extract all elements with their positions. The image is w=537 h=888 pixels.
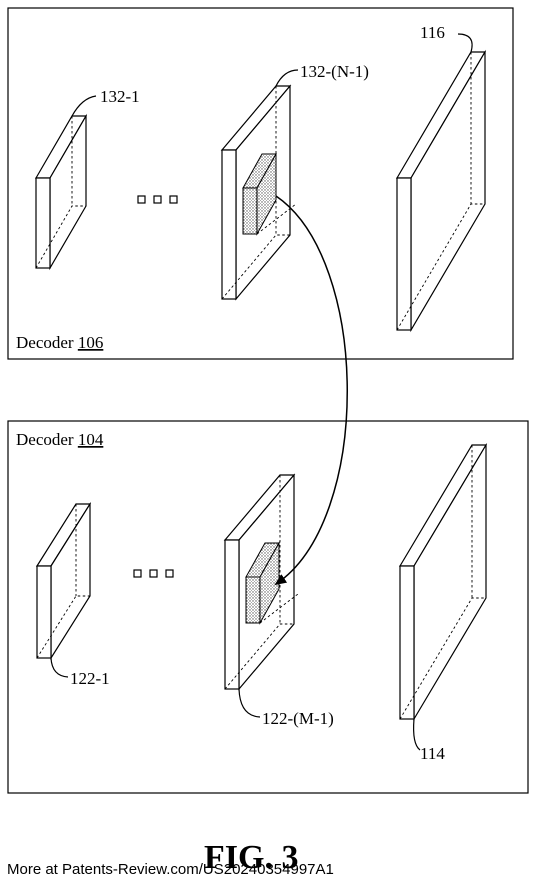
decoder-104-box: 122-1 122-(M-1) 114 Decoder 104 [7,420,529,794]
source-footer[interactable]: More at Patents-Review.com/US20240354997… [7,861,334,878]
layer-116 [395,49,487,333]
decoder-104-ref: 104 [78,430,104,449]
ellipsis-dots-top [137,195,178,204]
highlight-region-bottom [245,541,299,625]
label-116: 116 [420,23,445,42]
label-114: 114 [420,744,445,763]
label-122-1: 122-1 [70,669,110,688]
label-132-n-1: 132-(N-1) [300,62,369,81]
layer-122-1 [35,501,92,661]
ellipsis-dots-bottom [133,569,174,578]
layer-132-1 [34,113,88,271]
figure-title: FIG. 3 [204,839,298,876]
decoder-106-box: 132-1 132-(N-1) 116 Decoder 106 [7,7,514,360]
highlight-region-top [242,152,297,236]
label-132-1: 132-1 [100,87,140,106]
layer-114 [398,442,488,722]
decoder-106-label: Decoder 106 [16,333,103,352]
label-122-m-1: 122-(M-1) [262,709,334,728]
decoder-106-ref: 106 [78,333,104,352]
connection-arrow [274,195,348,586]
decoder-104-label: Decoder 104 [16,430,104,449]
